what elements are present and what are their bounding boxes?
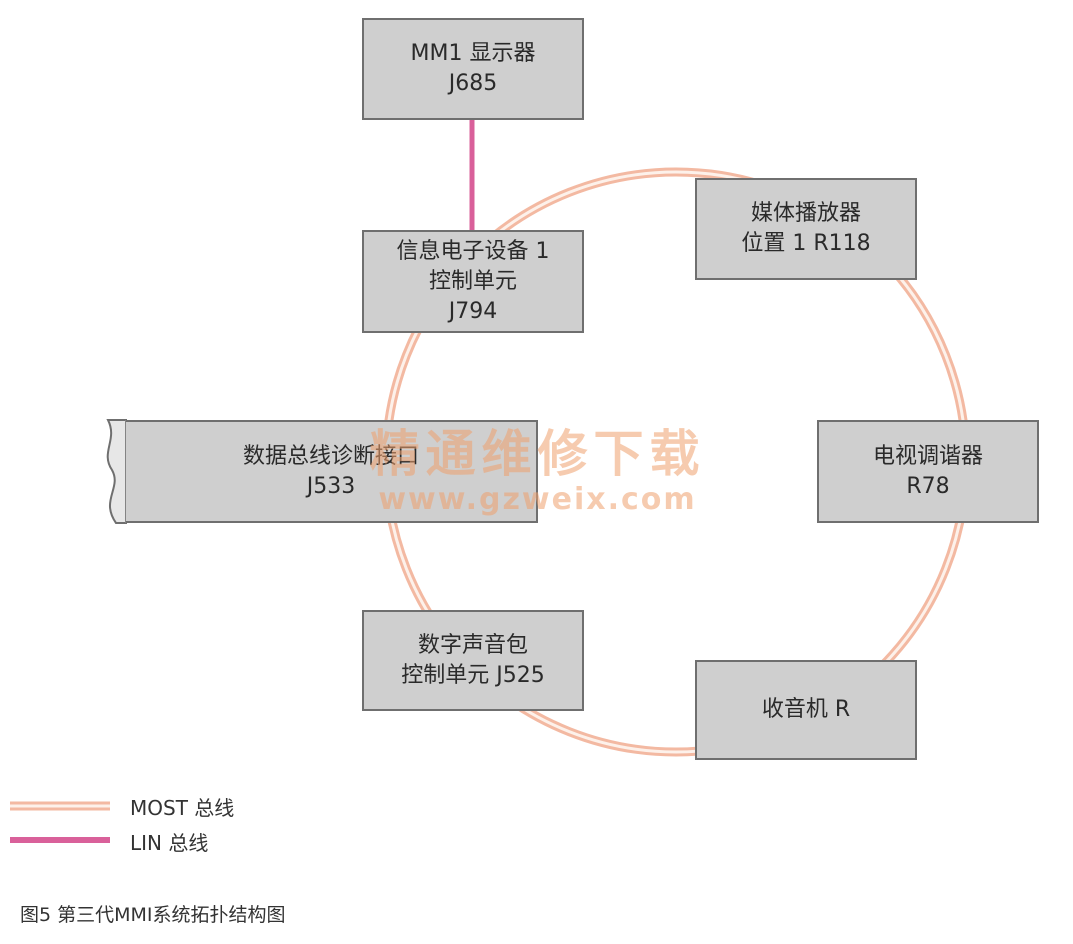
node-label: 信息电子设备 1 — [396, 238, 550, 264]
node-label: MM1 显示器 — [410, 41, 536, 66]
node-digital-sound-package: 数字声音包 控制单元 J525 — [362, 610, 584, 711]
legend-most-label: MOST 总线 — [130, 796, 235, 820]
node-code: J685 — [448, 71, 498, 96]
node-code: 位置 1 R118 — [741, 231, 871, 256]
node-label: 收音机 R — [761, 697, 851, 722]
node-media-player: 媒体播放器 位置 1 R118 — [695, 178, 917, 280]
node-code: R78 — [906, 473, 950, 499]
figure-caption: 图5 第三代MMI系统拓扑结构图 — [20, 904, 286, 926]
torn-edge — [106, 419, 127, 524]
node-diagnostic-interface: 数据总线诊断接口 J533 — [126, 420, 538, 523]
legend-lin-label: LIN 总线 — [130, 831, 209, 855]
node-label: 数字声音包 — [417, 632, 528, 658]
node-mm1-display: MM1 显示器 J685 — [362, 18, 584, 120]
node-radio: 收音机 R — [695, 660, 917, 760]
node-label: 电视调谐器 — [872, 443, 983, 469]
node-label: 控制单元 — [428, 268, 517, 294]
node-code: 控制单元 J525 — [401, 662, 545, 688]
node-info-control-unit: 信息电子设备 1 控制单元 J794 — [362, 230, 584, 333]
node-tv-tuner: 电视调谐器 R78 — [817, 420, 1039, 523]
node-code: J794 — [448, 298, 498, 324]
node-label: 数据总线诊断接口 — [242, 443, 419, 469]
node-code: J533 — [306, 473, 356, 499]
node-label: 媒体播放器 — [750, 201, 861, 226]
